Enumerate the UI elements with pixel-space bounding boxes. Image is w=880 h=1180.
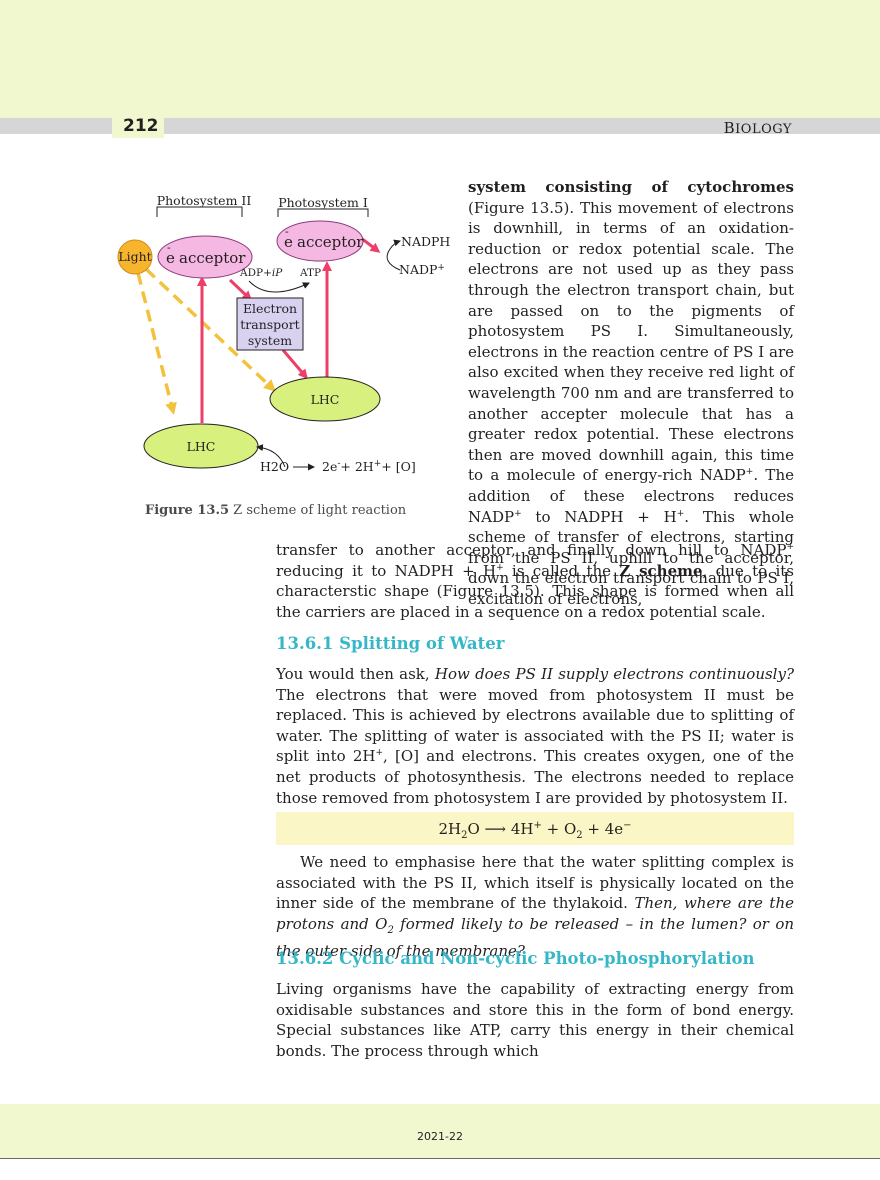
footer-band xyxy=(0,1104,880,1158)
column-paragraph: system consisting of cytochromes (Figure… xyxy=(468,178,794,608)
acceptor-ps1-ellipse xyxy=(276,220,364,262)
section-heading-photophosphorylation: 13.6.2 Cyclic and Non-cyclic Photo-phosp… xyxy=(276,949,755,968)
water-splitting-equation: 2H2O ⟶ 4H+ + O2 + 4e− xyxy=(438,820,632,841)
z-scheme-paragraph: transfer to another acceptor, and finall… xyxy=(276,541,794,621)
photophosphorylation-paragraph: Living organisms have the capability of … xyxy=(276,980,794,1060)
top-band xyxy=(0,0,880,118)
acceptor-ps2-to-ets-arrow xyxy=(228,278,253,302)
water-splitting-curve xyxy=(256,444,286,468)
footer-rule xyxy=(0,1158,880,1159)
page-number-tab xyxy=(112,100,164,138)
h2o-label: H2O xyxy=(260,459,289,474)
acceptor-ps1-e-bar: - xyxy=(285,225,289,238)
light-arrow-to-lhc-ps1 xyxy=(144,267,276,392)
ps2-label: Photosystem II xyxy=(157,193,252,208)
splitting-water-paragraph: You would then ask, How does PS II suppl… xyxy=(276,665,794,807)
header-bar xyxy=(0,118,880,134)
acceptor-ps1-e: e xyxy=(284,233,293,251)
acceptor-ps2-e-bar: - xyxy=(167,241,171,254)
ets-line-2: transport xyxy=(240,317,299,332)
z-scheme-diagram: Photosystem II Photosystem I Light e - a… xyxy=(117,193,450,474)
acceptor-ps2-ellipse xyxy=(157,235,253,279)
figure-caption: Figure 13.5 Z scheme of light reaction xyxy=(145,503,407,518)
ets-line-1: Electron xyxy=(243,301,297,316)
ets-line-3: system xyxy=(248,333,292,348)
thylakoid-paragraph: We need to emphasise here that the water… xyxy=(276,853,795,961)
acceptor-ps1-to-nadph-arrow xyxy=(360,236,381,253)
nadp-label: NADP+ xyxy=(399,262,445,277)
ps1-label: Photosystem I xyxy=(278,195,368,210)
ps1-bracket xyxy=(277,208,369,217)
nadph-label: NADPH xyxy=(401,234,450,249)
z-scheme-figure: Photosystem II Photosystem I Light e - a… xyxy=(110,185,460,495)
atp-label: ATP xyxy=(299,267,321,279)
adp-ip-label: ADP+iP xyxy=(239,267,283,279)
section-heading-splitting-of-water: 13.6.1 Splitting of Water xyxy=(276,634,505,653)
ps2-bracket xyxy=(156,206,243,217)
page-number: 212 xyxy=(123,116,159,136)
equation-box: 2H2O ⟶ 4H+ + O2 + 4e− xyxy=(276,812,794,845)
acceptor-ps1-label: acceptor xyxy=(297,233,364,251)
ets-to-lhc-ps1-arrow xyxy=(281,349,308,380)
nadp-curve xyxy=(386,239,401,271)
running-head: BIOLOGY xyxy=(723,119,792,137)
electron-transport-system-box xyxy=(236,297,304,351)
acceptor-ps2-e: e xyxy=(166,249,175,267)
light-arrow-to-lhc-ps2 xyxy=(136,272,177,415)
lhc-ps2-label: LHC xyxy=(187,439,216,454)
water-products-label: 2e-+ 2H++ [O] xyxy=(322,459,416,474)
footer-year: 2021-22 xyxy=(417,1130,463,1143)
acceptor-ps2-label: acceptor xyxy=(179,249,246,267)
lhc-ps1-ellipse xyxy=(269,376,381,422)
light-label: Light xyxy=(118,249,151,264)
lhc-ps1-label: LHC xyxy=(311,392,340,407)
light-circle xyxy=(117,239,153,275)
atp-curve xyxy=(248,280,310,293)
